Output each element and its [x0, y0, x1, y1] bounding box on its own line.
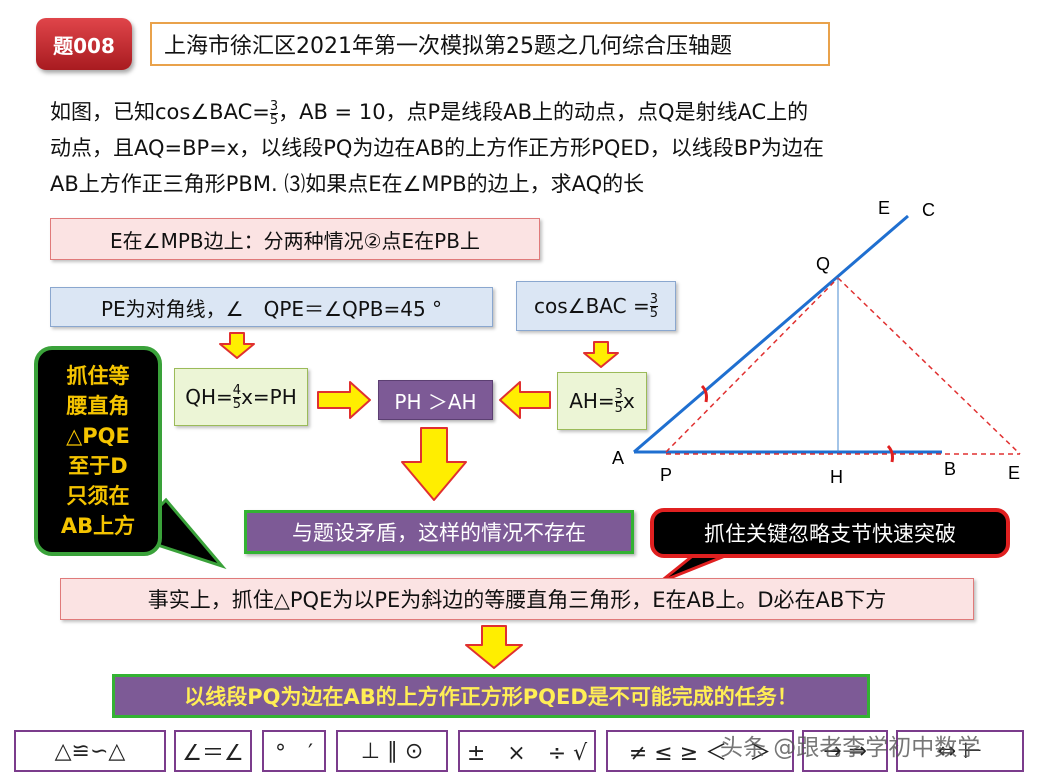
- dashed-qe: [837, 277, 1021, 455]
- cos-label: cos∠BAC =: [534, 294, 650, 318]
- fraction-numerator: 3: [614, 386, 623, 402]
- label-a: A: [612, 448, 624, 468]
- hint-line: 只须在: [66, 484, 130, 508]
- hint-line: 至于D: [68, 454, 128, 478]
- label-e-top: E: [878, 198, 890, 218]
- tick-mark-aq: [700, 384, 708, 403]
- label-c: C: [922, 200, 935, 220]
- symbol-button-inequality[interactable]: ≠ ≤ ≥ ＜ ＞: [606, 730, 794, 772]
- tick-mark-bp: [886, 444, 894, 463]
- fraction-numerator: 3: [269, 98, 279, 114]
- hint-line: 抓住等: [66, 364, 130, 388]
- contradiction-box: 与题设矛盾，这样的情况不存在: [244, 510, 634, 554]
- conclusion-box: 以线段PQ为边在AB的上方作正方形PQED是不可能完成的任务！: [112, 674, 870, 718]
- key-tip-bubble: 抓住关键忽略支节快速突破: [650, 508, 1010, 558]
- symbol-button-perpendicular[interactable]: ⊥ ∥ ⊙: [336, 730, 448, 772]
- label-h: H: [830, 467, 843, 487]
- arrow-down-big: [401, 427, 467, 501]
- dashed-pq: [665, 277, 839, 453]
- symbol-button-iff[interactable]: ⇔ ⊢: [896, 730, 1024, 772]
- problem-line-1-end: ，AB = 10，点P是线段AB上的动点，点Q是射线AC上的: [278, 100, 809, 124]
- symbol-button-implies[interactable]: → ⇒: [802, 730, 888, 772]
- fraction-numerator: 3: [649, 291, 658, 307]
- question-title: 上海市徐汇区2021年第一次模拟第25题之几何综合压轴题: [150, 22, 830, 66]
- fraction-denominator: 5: [232, 396, 242, 412]
- hint-line: AB上方: [60, 514, 136, 538]
- symbol-button-operators[interactable]: ± × ÷ √: [458, 730, 596, 772]
- fraction-numerator: 4: [232, 382, 242, 398]
- label-e-bottom: E: [1008, 463, 1020, 483]
- compare-box: PH ＞AH: [378, 380, 493, 420]
- arrow-down-2: [583, 341, 619, 368]
- hint-line: 腰直角: [66, 394, 130, 418]
- label-q: Q: [816, 254, 830, 274]
- fraction-denominator: 5: [269, 112, 279, 128]
- problem-line-3: AB上方作正三角形PBM. ⑶如果点E在∠MPB的边上，求AQ的长: [50, 172, 645, 196]
- pe-diagonal-box: PE为对角线，∠ QPE＝∠QPB=45 °: [50, 287, 493, 327]
- symbol-button-congruence[interactable]: △≌∽△: [14, 730, 166, 772]
- problem-line-1-start: 如图，已知cos∠BAC=: [50, 100, 270, 124]
- fraction-denominator: 5: [649, 305, 658, 321]
- geometry-diagram: A P H B E Q E C: [612, 198, 1021, 487]
- arrow-left-1: [499, 381, 551, 419]
- qh-label: QH=: [185, 385, 233, 409]
- fact-box: 事实上，抓住△PQE为以PE为斜边的等腰直角三角形，E在AB上。D必在AB下方: [60, 578, 974, 620]
- arrow-down-1: [219, 332, 255, 359]
- hint-line: △PQE: [66, 424, 130, 448]
- symbol-button-degree[interactable]: ° ′: [262, 730, 326, 772]
- ah-label: AH=: [569, 389, 615, 413]
- label-b: B: [944, 459, 956, 479]
- arrow-down-final: [465, 625, 523, 669]
- question-number-badge: 题008: [36, 18, 132, 70]
- case-box: E在∠MPB边上：分两种情况②点E在PB上: [50, 218, 540, 260]
- ah-suffix: x: [622, 389, 635, 413]
- hint-bubble: 抓住等 腰直角 △PQE 至于D 只须在 AB上方: [34, 346, 162, 556]
- ray-ac: [633, 214, 909, 454]
- arrow-right-1: [317, 381, 371, 419]
- symbol-button-angle[interactable]: ∠＝∠: [174, 730, 252, 772]
- label-p: P: [660, 465, 672, 485]
- qh-suffix: x=PH: [241, 385, 297, 409]
- watermark: 头条 @跟老李学初中数学: [720, 735, 981, 761]
- fraction-denominator: 5: [614, 400, 623, 416]
- problem-line-2: 动点，且AQ=BP=x，以线段PQ为边在AB的上方作正方形PQED，以线段BP为…: [50, 136, 824, 160]
